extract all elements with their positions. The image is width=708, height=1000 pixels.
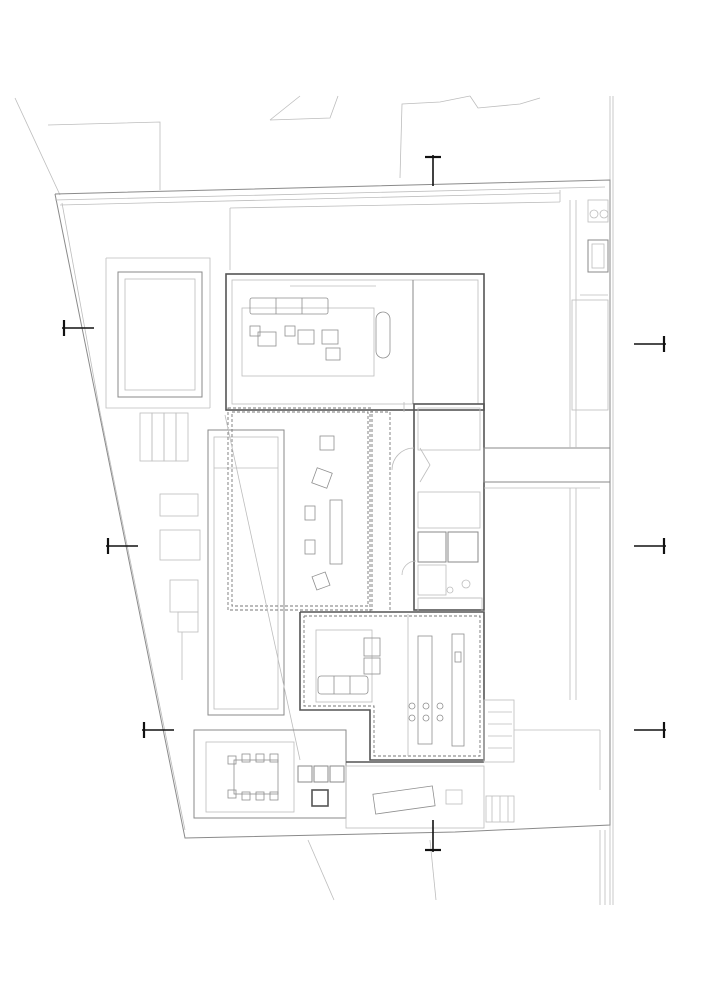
site-context — [14, 95, 614, 905]
outdoor-dining — [193, 729, 485, 829]
steps — [483, 699, 601, 823]
central-pavilion — [224, 407, 391, 761]
lap-pool — [207, 429, 285, 716]
section-marker-bottom — [425, 820, 441, 852]
garage — [571, 199, 609, 411]
pool-area — [105, 257, 211, 680]
section-marker-right-3 — [634, 722, 666, 738]
section-marker-right-2 — [634, 538, 666, 554]
section-marker-left-3 — [142, 722, 174, 738]
section-marker-left-2 — [106, 538, 138, 554]
lower-wing — [299, 611, 485, 761]
section-marker-right-1 — [634, 336, 666, 352]
section-marker-top — [425, 155, 441, 186]
covered-walkway — [419, 200, 611, 700]
service-core — [391, 402, 485, 613]
upper-wing — [225, 273, 485, 411]
section-markers — [62, 155, 666, 852]
section-marker-left-1 — [62, 320, 94, 336]
